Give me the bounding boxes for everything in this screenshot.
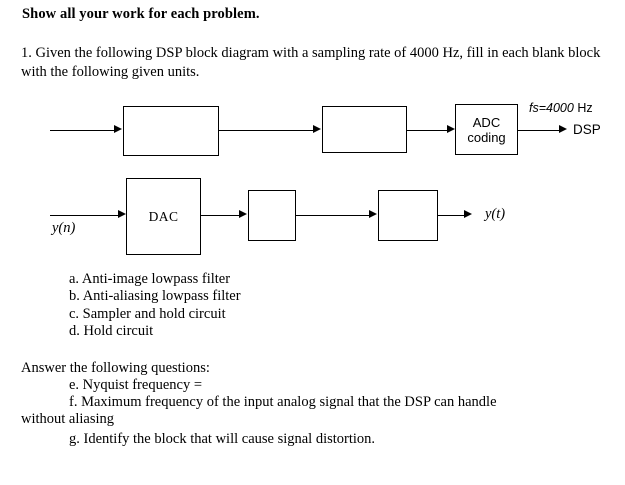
block-dac[interactable]: DAC (126, 178, 201, 255)
choice-list: a. Anti-image lowpass filter b. Anti-ali… (69, 271, 241, 341)
choice-item-b: b. Anti-aliasing lowpass filter (69, 288, 241, 305)
wire-row2-b (296, 215, 370, 216)
wire-row1-b (407, 130, 448, 131)
sampling-rate-label: fs=4000 Hz (529, 101, 593, 115)
problem-statement: 1. Given the following DSP block diagram… (21, 45, 601, 80)
arrowhead-row2-input (118, 210, 126, 219)
arrowhead-row1-b (447, 125, 455, 134)
block-adc-line2: coding (467, 129, 506, 145)
block-3-blank[interactable] (248, 190, 296, 241)
dsp-output-label: DSP (573, 122, 601, 137)
wire-row2-a (201, 215, 240, 216)
block-4-blank[interactable] (378, 190, 438, 241)
arrowhead-row1-a (313, 125, 321, 134)
arrowhead-row2-output (464, 210, 472, 219)
question-item-e: e. Nyquist frequency = (69, 377, 202, 393)
choice-item-d: d. Hold circuit (69, 323, 154, 340)
sampling-rate-value: fs=4000 (529, 101, 574, 115)
choice-item-a: a. Anti-image lowpass filter (69, 271, 231, 287)
question-item-f-continued: without aliasing (21, 411, 115, 427)
block-adc[interactable]: ADC coding (455, 104, 518, 155)
question-item-g: g. Identify the block that will cause si… (69, 431, 376, 447)
choice-item-c: c. Sampler and hold circuit (69, 305, 226, 322)
block-adc-line1: ADC (472, 114, 501, 130)
input-signal-label-yn: y(n) (52, 220, 75, 237)
arrowhead-row2-b (369, 210, 377, 219)
wire-row2-input (50, 215, 119, 216)
wire-row1-output (518, 130, 560, 131)
input-signal-text: y(n) (52, 220, 76, 236)
dsp-output-text: DSP (573, 122, 601, 137)
output-signal-text: y(t) (485, 206, 506, 222)
wire-row1-a (219, 130, 314, 131)
answer-section-heading: Answer the following questions: (21, 360, 210, 376)
arrowhead-row2-a (239, 210, 247, 219)
wire-row2-output (438, 215, 465, 216)
output-signal-label-yt: y(t) (485, 206, 505, 223)
question-item-f: f. Maximum frequency of the input analog… (69, 394, 497, 410)
block-1-blank[interactable] (123, 106, 219, 156)
block-dac-label: DAC (148, 208, 179, 224)
sampling-rate-unit: Hz (577, 101, 593, 115)
block-2-blank[interactable] (322, 106, 407, 153)
arrowhead-row1-output (559, 125, 567, 134)
wire-row1-input (50, 130, 115, 131)
dsp-block-diagram: ADC coding fs=4000 Hz DSP y(n) DAC y(t) (0, 95, 625, 265)
arrowhead-row1-input (114, 125, 122, 134)
page-title: Show all your work for each problem. (22, 6, 260, 22)
